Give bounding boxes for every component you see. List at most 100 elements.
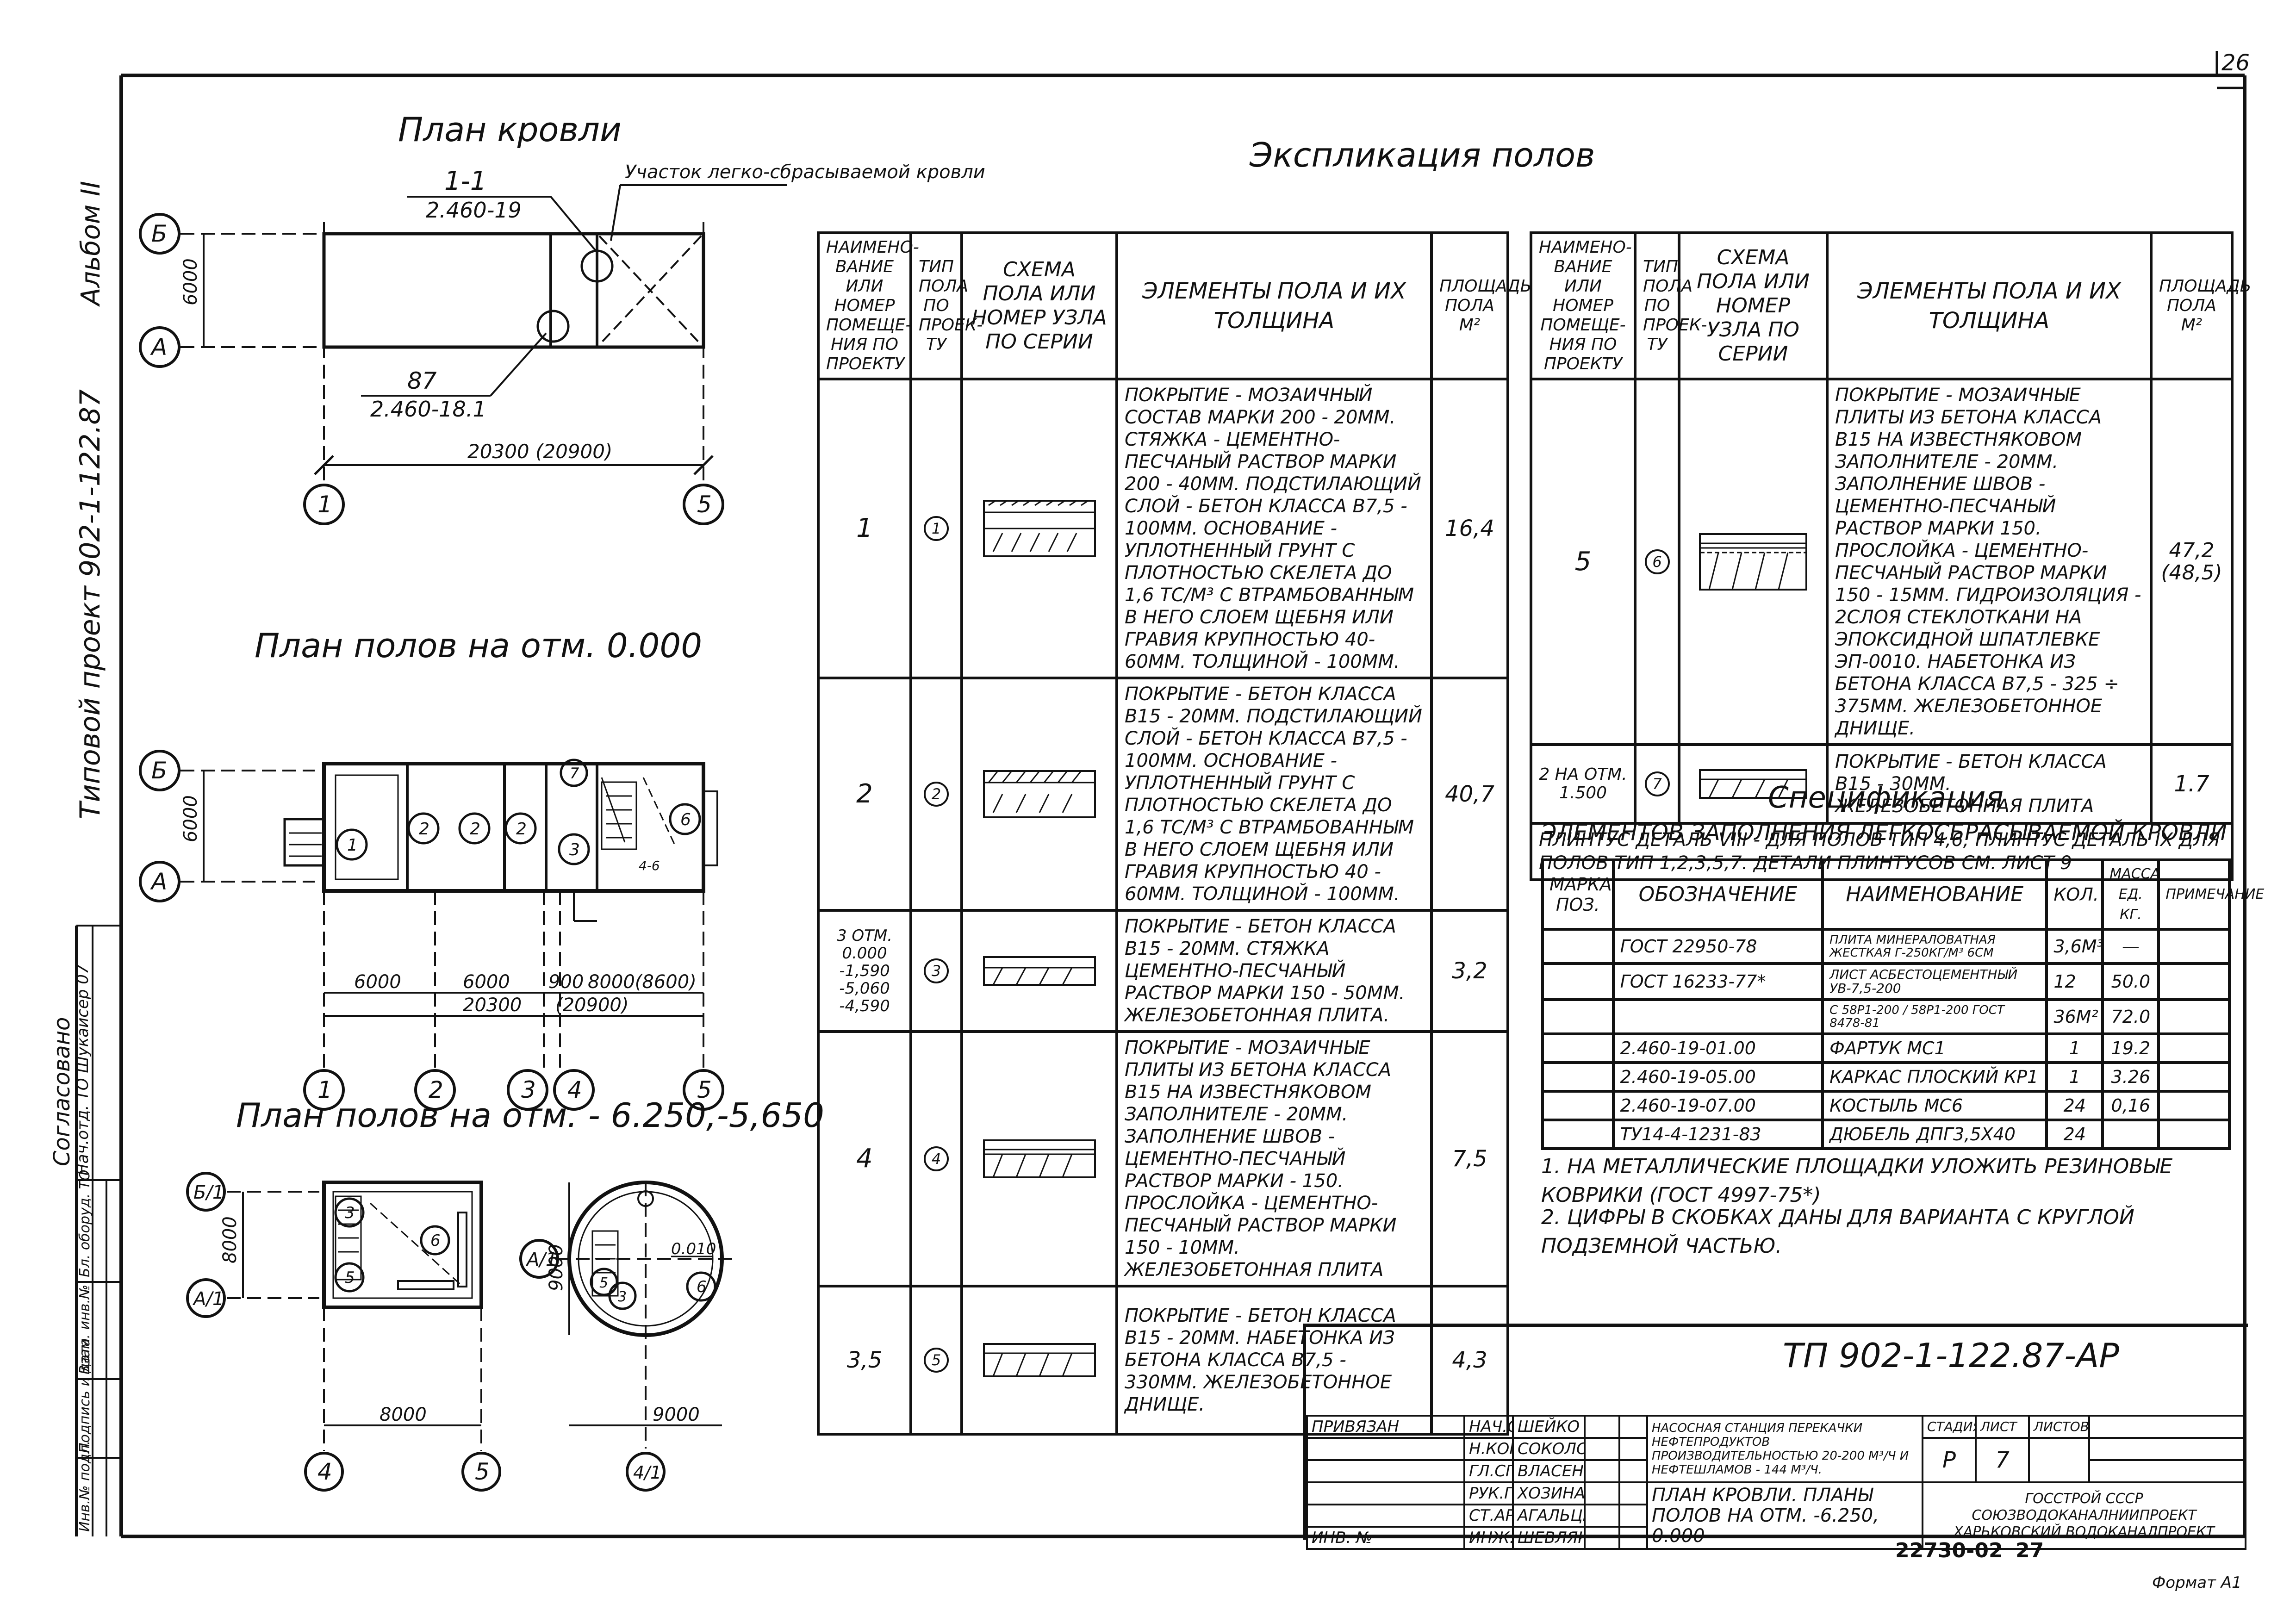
- row-room: 4: [817, 1030, 912, 1287]
- spec-note: [2157, 1090, 2231, 1121]
- roof-section-ref: 2.460-19: [426, 198, 522, 223]
- inv-col-1: Инв.№ подл.: [77, 1441, 93, 1532]
- spec-code: ТУ14-4-1231-83: [1612, 1119, 1824, 1150]
- project-name: Насосная станция перекачки нефтепродукто…: [1646, 1415, 1923, 1483]
- roof-dim-width: 20300 (20900): [467, 440, 612, 463]
- roof-note: Участок легко-сбрасываемой кровли: [625, 162, 985, 183]
- org: Госстрой СССР Союзводоканалниипроект Хар…: [1922, 1481, 2246, 1550]
- row-elements: Покрытие - мозаичные плиты из бетона кла…: [1115, 1030, 1433, 1287]
- sheet-label: Лист: [1975, 1415, 2030, 1439]
- floor-section-hatch: [983, 1343, 1096, 1377]
- spec-code: 2.460-19-01.00: [1612, 1032, 1824, 1064]
- explication-title: Экспликация полов: [1249, 136, 1595, 174]
- spec-note: [2157, 962, 2231, 1001]
- fpm6-room-6: 6: [430, 1231, 441, 1250]
- col-area-header: ПЛОЩАДЬ ПОЛА М²: [1430, 231, 1531, 380]
- fp0-dim-3: 900: [548, 971, 584, 993]
- stamp-grid: ПривязанНач.отд.Шейко Насосная станция п…: [1306, 1415, 2246, 1550]
- floor-section-hatch: [1699, 533, 1807, 591]
- row-type: 1: [909, 378, 963, 679]
- spec-note: [2157, 1119, 2231, 1150]
- role-4: Ст.арх.: [1463, 1504, 1514, 1528]
- floor-section-hatch: [983, 500, 1096, 557]
- spec-qty: 36м²: [2045, 998, 2104, 1035]
- fp0-room-7: 7: [570, 765, 579, 782]
- fp0-dim-height: 6000: [180, 795, 201, 842]
- roof-plan: План кровли: [139, 110, 787, 525]
- table-row: 4 4 Покрытие - мозаичные плиты из бетона…: [817, 1030, 1509, 1287]
- role-1: Н.контр.: [1463, 1437, 1514, 1461]
- spec-mark: [1541, 1061, 1615, 1093]
- fpm6-room-6b: 6: [697, 1278, 707, 1296]
- row-elements: Покрытие - бетон класса В15 - 20мм. Набе…: [1115, 1285, 1433, 1436]
- fpm6-axis-4: 4: [317, 1458, 332, 1485]
- spec-mark: [1541, 928, 1615, 965]
- spec-mass: 50.0: [2101, 962, 2160, 1001]
- spec-qty: 24: [2045, 1119, 2104, 1150]
- approved-label: Согласовано: [49, 1017, 75, 1166]
- floor-scheme: [960, 1030, 1118, 1287]
- row-type: 7: [1634, 743, 1680, 825]
- name-2: Власенко: [1512, 1459, 1586, 1483]
- roof-node-mark: 87: [407, 367, 437, 394]
- fpm6-axis-a1: А/1: [192, 1288, 224, 1310]
- spec-qty: 3,6м³: [2045, 928, 2104, 965]
- spec-name: Лист асбестоцементный УВ-7,5-200: [1821, 962, 2048, 1001]
- album-label: Альбом II: [76, 181, 106, 307]
- spec-code: ГОСТ 16233-77*: [1612, 962, 1824, 1001]
- floor-scheme: [1678, 378, 1829, 746]
- col-elements-header: ЭЛЕМЕНТЫ ПОЛА И ИХ ТОЛЩИНА: [1115, 231, 1433, 380]
- spec-mass: 72.0: [2101, 998, 2160, 1035]
- spec-mass: 19.2: [2101, 1032, 2160, 1064]
- spec-mark: [1541, 998, 1615, 1035]
- spec-note: [2157, 1061, 2231, 1093]
- floor-section-hatch: [1699, 769, 1807, 799]
- fp0-axis-1: 1: [317, 1076, 332, 1103]
- spec-name: С 58Р1-200 / 58Р1-200 ГОСТ 8478-81: [1821, 998, 2048, 1035]
- name-4: Агальцева: [1512, 1504, 1586, 1528]
- spec-name: Костыль МС6: [1821, 1090, 2048, 1121]
- type-marker: 7: [1644, 771, 1670, 796]
- roof-note-line: Участок легко-сбрасываемой кровли: [625, 162, 985, 183]
- spec-code: ГОСТ 22950-78: [1612, 928, 1824, 965]
- spec-name: Плита минераловатная жесткая γ-250кг/м³ …: [1821, 928, 2048, 965]
- row-type: 5: [909, 1285, 963, 1436]
- role-3: Рук.гр.: [1463, 1481, 1514, 1505]
- spec-col-qty: Кол.: [2045, 858, 2104, 931]
- floor-scheme: [960, 677, 1118, 912]
- roof-axis-a: А: [150, 334, 167, 361]
- col-scheme-header: СХЕМА ПОЛА ИЛИ НОМЕР УЗЛА ПО СЕРИИ: [960, 231, 1118, 380]
- table-row: 2 2 Покрытие - бетон класса В15 - 20мм. …: [817, 677, 1509, 912]
- stage: Р: [1922, 1437, 1977, 1483]
- fpm6-room-3: 3: [345, 1204, 355, 1222]
- table-row: 3,5 5 Покрытие - бетон класса В15 - 20мм…: [817, 1285, 1509, 1436]
- sheets-label: Листов: [2028, 1415, 2090, 1439]
- roof-node-ref: 2.460-18.1: [370, 397, 486, 422]
- role-0: Нач.отд.: [1463, 1415, 1514, 1439]
- fpm6-dim-width-alt: 9000: [653, 1404, 700, 1425]
- spec-mass: 0,16: [2101, 1090, 2160, 1121]
- roof-axis-5: 5: [697, 491, 712, 518]
- row-room: 3,5: [817, 1285, 912, 1436]
- row-elements: Покрытие - бетон класса В15 - 30мм. Желе…: [1826, 743, 2153, 825]
- fp0-axis-5: 5: [697, 1076, 712, 1103]
- role-2: Гл.спец.: [1463, 1459, 1514, 1483]
- row-type: 3: [909, 909, 963, 1033]
- roof-axis-b: Б: [151, 220, 167, 247]
- table-row: ГОСТ 22950-78Плита минераловатная жестка…: [1541, 928, 2231, 965]
- fpm6-room-5: 5: [345, 1269, 355, 1287]
- floor-section-hatch: [983, 956, 1096, 986]
- table-row: 3 отм. 0.000 -1,590 -5,060 -4,590 3 Покр…: [817, 909, 1509, 1033]
- sheets: [2028, 1437, 2090, 1483]
- approved-sign: Нач.отд. ТО Шукайсер 07: [74, 964, 92, 1175]
- spec-mass: [2101, 1119, 2160, 1150]
- type-marker: 3: [924, 958, 949, 983]
- fp0-room-6: 6: [680, 810, 691, 829]
- fp0-axis-b: Б: [151, 757, 167, 784]
- inv-col-2: Подпись и дата: [77, 1338, 93, 1454]
- row-area: 7,5: [1430, 1030, 1509, 1287]
- fp0-dim-total: 20300: [463, 995, 522, 1016]
- explication-table-left: НАИМЕНО-ВАНИЕ ИЛИ НОМЕР ПОМЕЩЕ-НИЯ ПО ПР…: [817, 231, 1531, 1436]
- col-room-header: НАИМЕНО-ВАНИЕ ИЛИ НОМЕР ПОМЕЩЕ-НИЯ ПО ПР…: [1530, 231, 1636, 380]
